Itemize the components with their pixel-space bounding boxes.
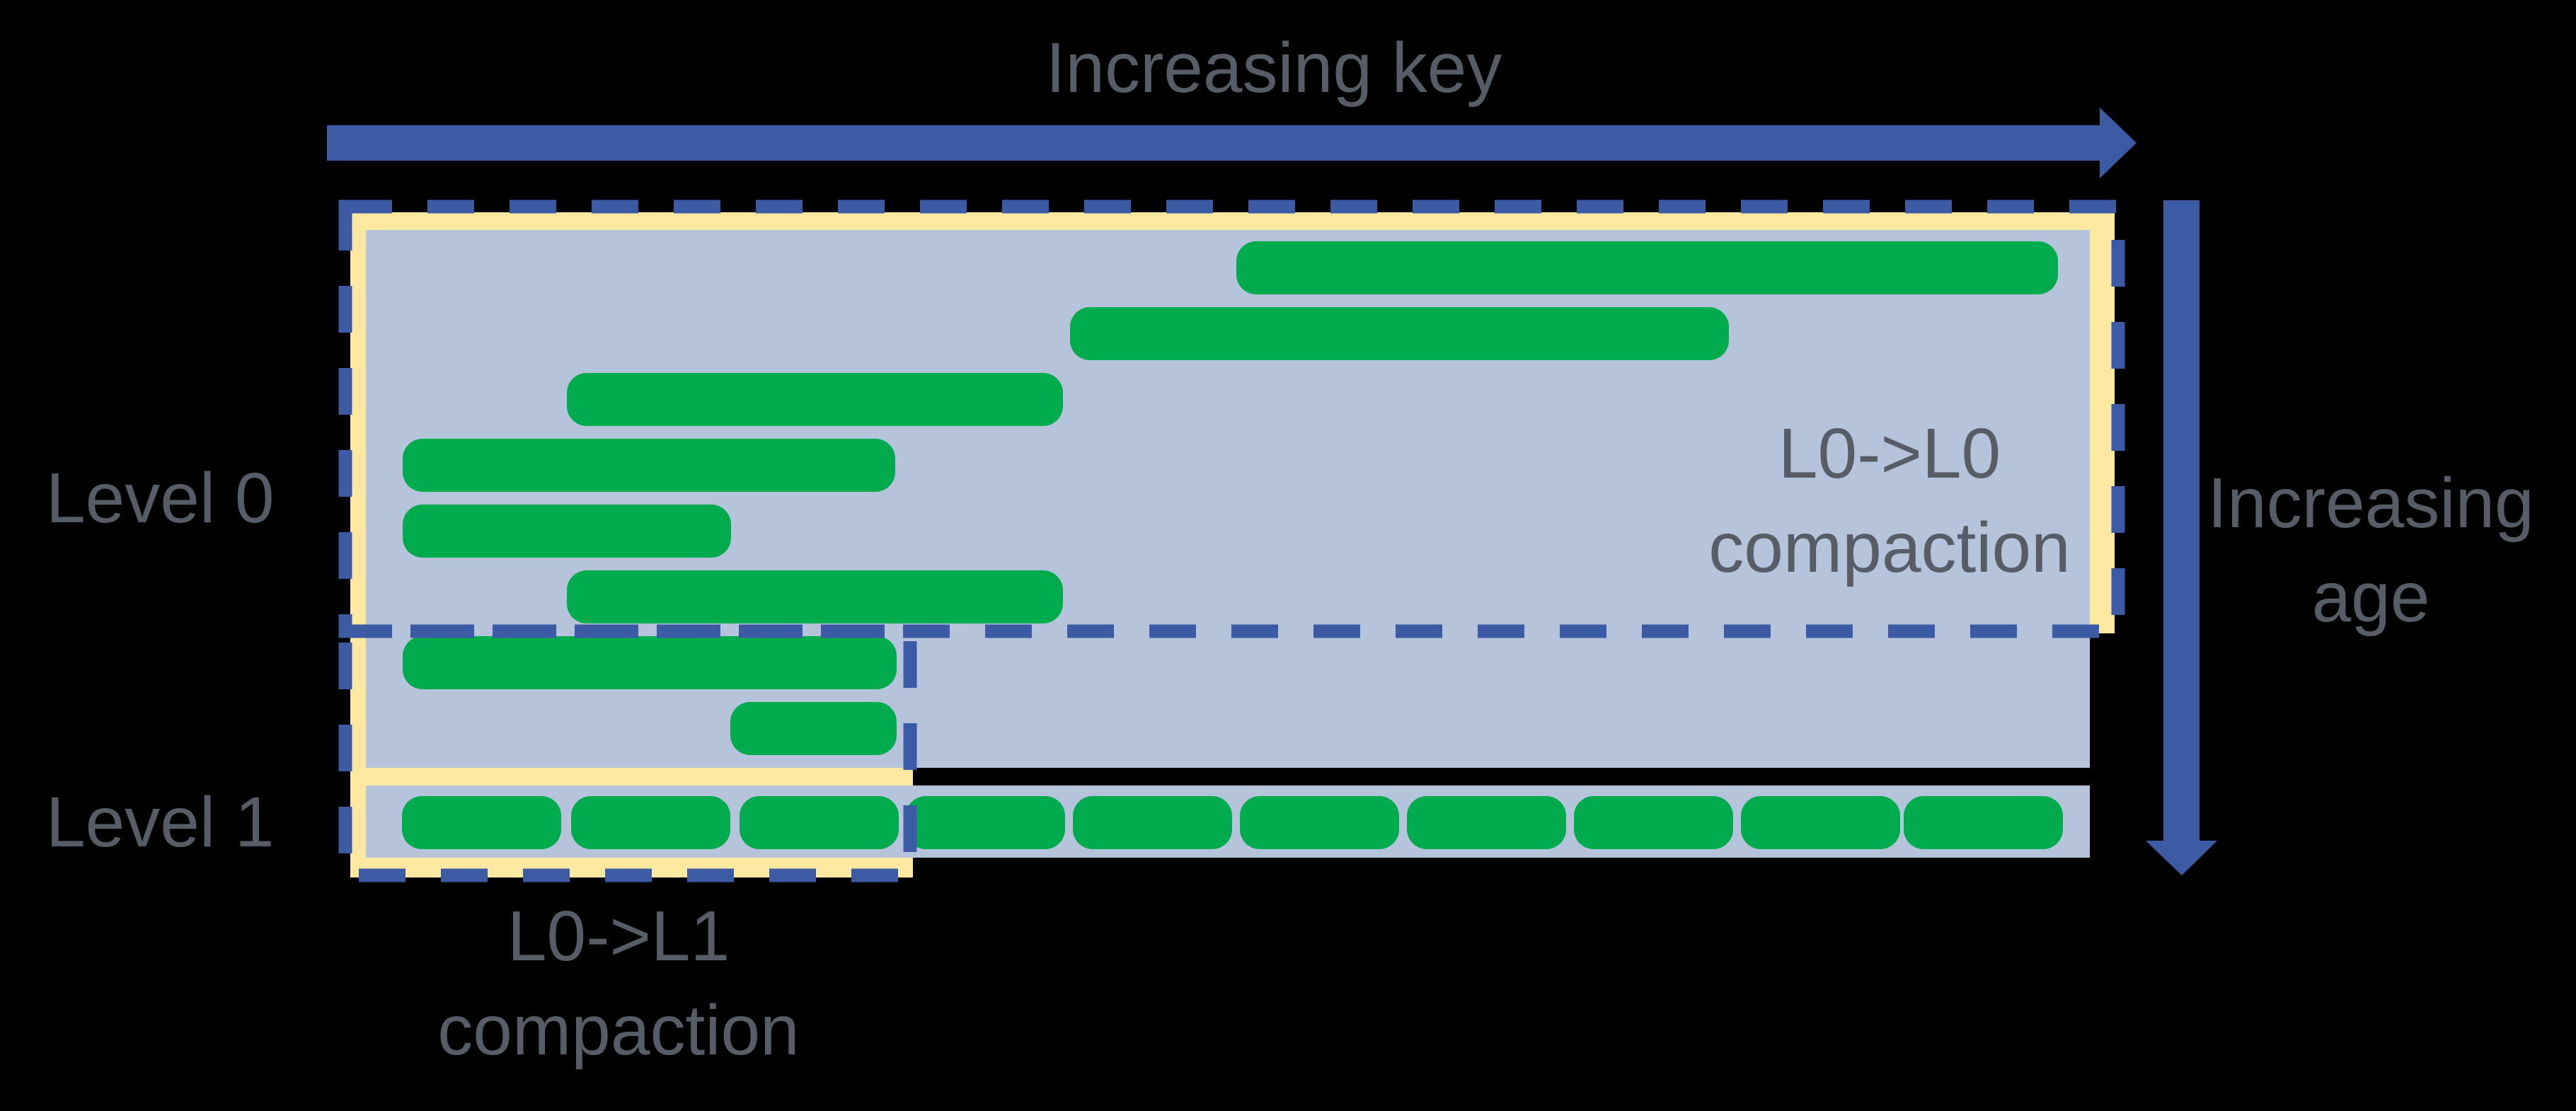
l0-l0-compaction-box [338,200,2125,638]
sstable [567,570,1063,623]
increasing-age-arrow-shaft [2163,200,2200,841]
increasing-key-arrow-shaft [327,125,2100,161]
level0-label: Level 0 [46,459,274,538]
sstable [403,505,731,558]
l0-l0-compaction-label-line2: compaction [1708,508,2070,587]
sstable [1073,796,1232,849]
sstable [1407,796,1566,849]
sstable [1070,307,1729,360]
level0-sstables [403,241,2058,755]
increasing-age-label-line1: Increasing [2207,464,2534,543]
level1-label: Level 1 [46,783,274,862]
l0-l1-compaction-label-line1: L0->L1 [507,897,730,976]
increasing-key-arrow-head [2100,108,2137,178]
sstable [567,373,1063,426]
sstable [906,796,1065,849]
level1-sstables [402,796,2063,849]
l0-l0-compaction-label-line1: L0->L0 [1778,414,2001,493]
l0-l1-compaction-box [338,624,917,882]
sstable [571,796,730,849]
increasing-age-label-line2: age [2312,558,2430,637]
increasing-key-label: Increasing key [1046,28,1502,108]
increasing-age-arrow [2146,200,2217,875]
sstable [402,796,561,849]
increasing-age-label: Increasing age [2207,464,2534,637]
sstable [1574,796,1733,849]
sstable [403,439,895,492]
sstable [1236,241,2058,294]
l0-l0-compaction-label: L0->L0 compaction [1708,414,2070,587]
sstable [1741,796,1900,849]
sstable [730,702,897,755]
increasing-age-arrow-head [2146,841,2217,875]
l0-l1-compaction-label-line2: compaction [437,991,799,1070]
increasing-key-arrow [327,108,2137,178]
l0-l1-compaction-label: L0->L1 compaction [437,897,799,1070]
sstable [403,636,897,689]
sstable [1904,796,2063,849]
sstable [1240,796,1399,849]
sstable [740,796,899,849]
